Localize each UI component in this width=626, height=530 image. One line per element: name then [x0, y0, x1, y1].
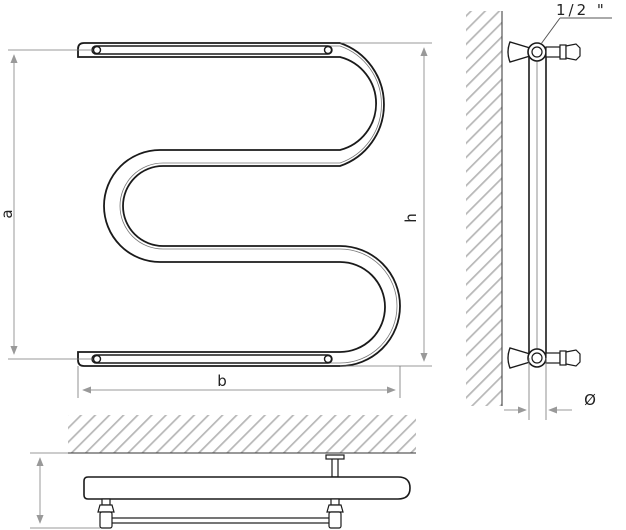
mount-post [331, 456, 339, 478]
front-view [77, 42, 401, 367]
side-tube [528, 51, 547, 359]
wall-hatch-side [466, 11, 502, 406]
rail-inner-contour [100, 45, 398, 364]
bottom-fitting [527, 348, 581, 368]
rail-outer-contour [77, 42, 401, 367]
dimension-diameter: Ø [504, 358, 596, 420]
top-view [30, 415, 416, 529]
label-h: h [402, 213, 420, 223]
left-valve [97, 498, 115, 529]
top-bar [91, 45, 333, 55]
top-fitting [527, 42, 581, 62]
bottom-bar [91, 354, 333, 364]
side-view: 1/2 " Ø [466, 1, 612, 420]
dimension-a: a [0, 49, 92, 360]
label-a: a [0, 209, 16, 218]
dimension-depth [30, 452, 100, 529]
thread-callout: 1/2 " [540, 1, 612, 45]
top-view-bar [105, 517, 335, 524]
wall-hatch-top [68, 415, 416, 453]
label-b: b [217, 372, 227, 390]
top-view-tube [83, 476, 411, 500]
bottom-bracket [507, 347, 531, 369]
top-bracket [507, 41, 531, 63]
dimension-h: h [340, 42, 432, 367]
label-thread: 1/2 " [556, 1, 607, 19]
right-valve [326, 498, 344, 529]
dimension-b: b [77, 366, 401, 398]
label-diameter: Ø [584, 391, 596, 409]
